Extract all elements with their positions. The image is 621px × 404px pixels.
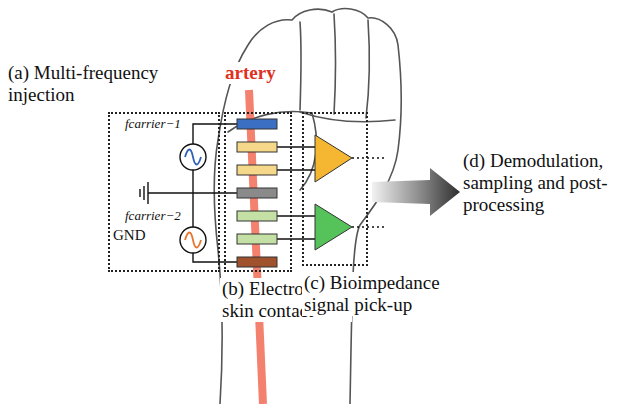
group-heading: (a) Multi-frequency injection: [6, 62, 200, 106]
stage-label: (d) Demodulation, sampling and post-proc…: [462, 150, 617, 216]
dashed-group-box: (a) Multi-frequency injection: [108, 112, 220, 272]
amplifier-1: [315, 135, 352, 182]
artery-vessel: [249, 90, 263, 404]
hand-outline: [214, 9, 401, 404]
label-holder: fcarrier−2: [124, 206, 192, 224]
ac-source-1: [180, 144, 206, 170]
artery-label: artery: [224, 62, 277, 84]
label-holder: (d) Demodulation, sampling and post-proc…: [462, 150, 617, 216]
electrode-array: [237, 119, 277, 267]
label-holder: GND: [112, 226, 156, 244]
circuit-wires: [148, 124, 386, 262]
label-holder: fcarrier−1: [124, 114, 192, 132]
ac-source-2: [180, 227, 206, 253]
group-heading: (c) Bioimpedance signal pick-up: [302, 272, 478, 316]
signal-name: fcarrier−2: [124, 208, 182, 223]
dashed-group-box: (c) Bioimpedance signal pick-up: [302, 112, 368, 266]
output-arrow: [372, 168, 460, 216]
ground-symbol: [140, 182, 148, 204]
ground-label: GND: [112, 227, 147, 244]
signal-name: fcarrier−1: [124, 116, 182, 131]
dashed-group-box: (b) Electrode-skin contact: [224, 112, 292, 272]
label-holder: artery: [224, 62, 304, 84]
amplifier-2: [315, 204, 352, 250]
